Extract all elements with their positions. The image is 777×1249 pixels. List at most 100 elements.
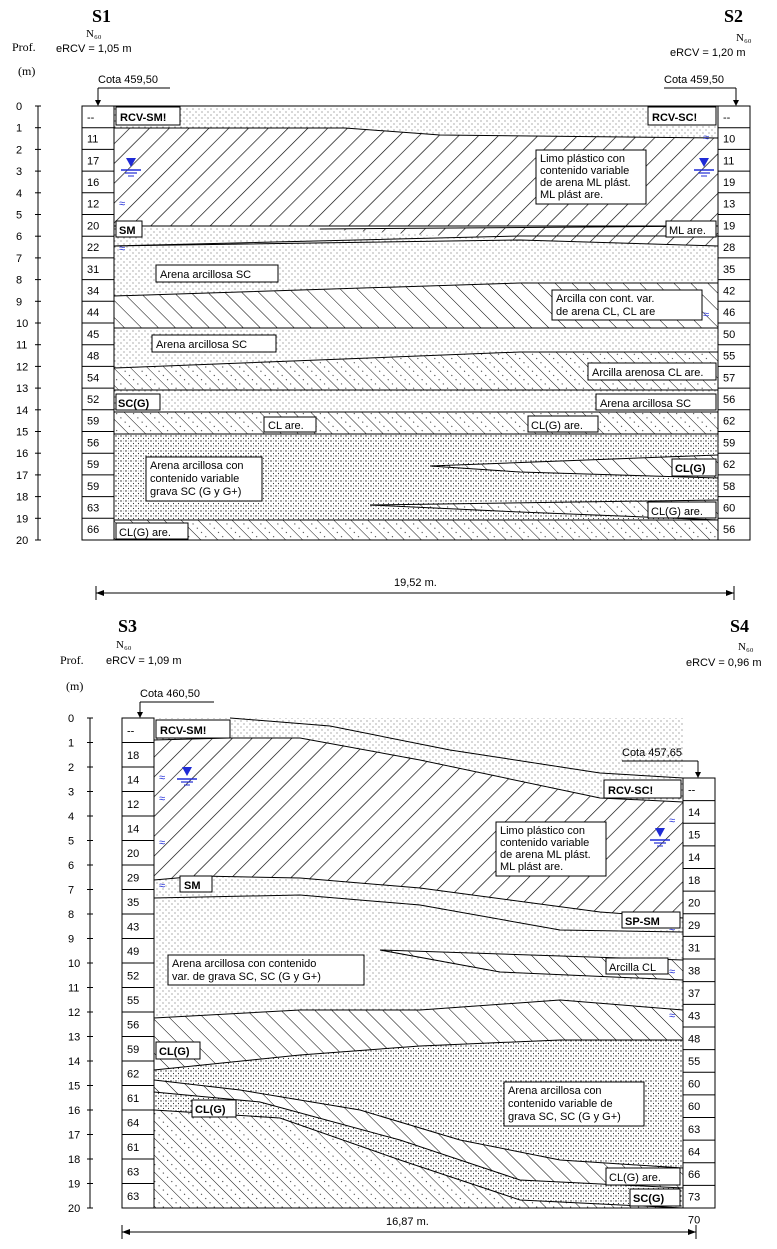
n60-cell: 14 xyxy=(127,774,139,786)
n60-cell: 28 xyxy=(723,242,735,254)
distance-label-bottom: 16,87 m. xyxy=(386,1216,429,1228)
n60-cell: 49 xyxy=(127,946,139,958)
n60-cell: 37 xyxy=(688,988,700,1000)
n60-cell: 12 xyxy=(127,799,139,811)
n60-cell: 60 xyxy=(723,502,735,514)
label-limo-1: Limo plástico con xyxy=(500,825,585,837)
water-table-icon xyxy=(177,767,197,786)
depth-tick-label: 2 xyxy=(16,144,22,156)
label-limo-2: contenido variable xyxy=(540,165,629,177)
n60-cell: 16 xyxy=(87,177,99,189)
depth-tick-label: 20 xyxy=(16,535,28,547)
n60-cell: 44 xyxy=(87,307,99,319)
depth-tick-label: 1 xyxy=(68,738,74,750)
label-arena-grava-1: Arena arcillosa con xyxy=(150,460,244,472)
label-arena-grava-right-1: Arena arcillosa con xyxy=(508,1085,602,1097)
n60-cell: 22 xyxy=(87,242,99,254)
cota-s1: Cota 459,50 xyxy=(98,74,158,86)
depth-tick-label: 9 xyxy=(16,296,22,308)
n60-cell: 10 xyxy=(723,134,735,146)
n60-cell: 59 xyxy=(87,481,99,493)
label-limo-3: de arena ML plást. xyxy=(540,177,631,189)
borehole-s4-n-label: N₆₀ xyxy=(738,641,754,653)
n60-cell: 62 xyxy=(127,1068,139,1080)
label-cl-g-left: CL(G) xyxy=(159,1046,190,1058)
n60-cell: 20 xyxy=(688,897,700,909)
label-cl-are: CL are. xyxy=(268,420,304,432)
n60-cell: 15 xyxy=(688,830,700,842)
n60-cell: 62 xyxy=(723,416,735,428)
n60-cell: 56 xyxy=(723,524,735,536)
seepage-icon: ≈ xyxy=(159,793,165,805)
depth-tick-label: 0 xyxy=(68,713,74,725)
n60-cell: 60 xyxy=(688,1101,700,1113)
stratum-sp-sm xyxy=(154,876,683,932)
n60-cell: 19 xyxy=(723,177,735,189)
n60-cell: 59 xyxy=(127,1044,139,1056)
profile-bottom: --18141214202935434952555659626164616363… xyxy=(60,616,762,1239)
n60-cell: 54 xyxy=(87,372,99,384)
seepage-icon: ≈ xyxy=(159,880,165,892)
depth-tick-label: 9 xyxy=(68,934,74,946)
label-cl-g: CL(G) xyxy=(675,463,706,475)
n60-cell: 12 xyxy=(87,199,99,211)
stratum-rcv xyxy=(114,106,718,128)
n60-cell: 48 xyxy=(87,351,99,363)
borehole-s2-n-label: N₆₀ xyxy=(736,32,752,44)
label-limo-2: contenido variable xyxy=(500,837,589,849)
stratum-cl-g-low xyxy=(154,1080,683,1188)
label-limo-4: ML plást are. xyxy=(540,189,603,201)
n60-cell: 11 xyxy=(87,134,98,146)
borehole-s3-n-label: N₆₀ xyxy=(116,639,132,651)
depth-tick-label: 13 xyxy=(68,1032,80,1044)
n60-cell: 57 xyxy=(723,372,735,384)
n60-cell: 18 xyxy=(688,875,700,887)
label-sp-sm: SP-SM xyxy=(625,916,660,928)
label-arena-grava-right-3: grava SC, SC (G y G+) xyxy=(508,1111,621,1123)
n60-cell: 56 xyxy=(127,1019,139,1031)
label-arena-sc-3: Arena arcillosa SC xyxy=(600,398,691,410)
n60-cell: 43 xyxy=(688,1011,700,1023)
depth-tick-label: 7 xyxy=(16,253,22,265)
n60-cell: 62 xyxy=(723,459,735,471)
depth-tick-label: 12 xyxy=(16,361,28,373)
n60-cell: -- xyxy=(87,112,95,124)
depth-tick-label: 14 xyxy=(16,405,28,417)
depth-title-top: Prof. xyxy=(12,40,36,54)
n60-cell: 56 xyxy=(723,394,735,406)
depth-tick-label: 14 xyxy=(68,1056,80,1068)
n60-cell: 56 xyxy=(87,437,99,449)
seepage-icon: ≈ xyxy=(669,923,675,935)
n60-cell: 59 xyxy=(87,416,99,428)
n60-cell: -- xyxy=(127,725,135,737)
water-table-icon xyxy=(694,158,714,177)
n60-cell: 20 xyxy=(127,848,139,860)
borehole-s4-thickness: eRCV = 0,96 m xyxy=(686,657,762,669)
n60-cell: 58 xyxy=(723,481,735,493)
n60-cell: 11 xyxy=(723,155,734,167)
seepage-icon: ≈ xyxy=(669,815,675,827)
stratum-cl-g-are-bottom xyxy=(114,520,718,540)
stratum-arena-grava xyxy=(114,434,718,520)
borehole-s1-thickness: eRCV = 1,05 m xyxy=(56,43,132,55)
borehole-s4-name: S4 xyxy=(730,616,749,636)
label-cl-g-are: CL(G) are. xyxy=(609,1172,661,1184)
n60-cell: 38 xyxy=(688,965,700,977)
label-rcv-sc: RCV-SC! xyxy=(608,785,653,797)
n60-cell: -- xyxy=(688,784,696,796)
water-table-icon xyxy=(121,158,141,177)
distance-dimension-top: 19,52 m. xyxy=(95,577,735,600)
n60-cell: 50 xyxy=(723,329,735,341)
n60-cell: 13 xyxy=(723,199,735,211)
depth-tick-label: 13 xyxy=(16,383,28,395)
n60-cell: 66 xyxy=(688,1169,700,1181)
n60-cell: 52 xyxy=(127,970,139,982)
label-sm: SM xyxy=(184,880,201,892)
depth-tick-label: 10 xyxy=(68,958,80,970)
depth-tick-label: 4 xyxy=(16,188,22,200)
label-sc-g: SC(G) xyxy=(118,398,150,410)
depth-tick-label: 16 xyxy=(68,1105,80,1117)
